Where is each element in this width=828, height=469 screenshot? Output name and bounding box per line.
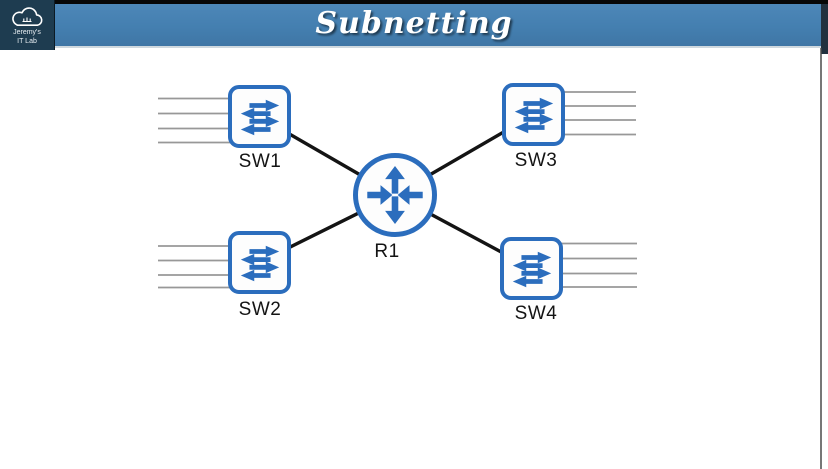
host-lines-sw3 xyxy=(563,91,636,136)
switch-node-sw1 xyxy=(228,85,291,148)
page-title: Subnetting xyxy=(315,6,513,41)
switch-label-sw1: SW1 xyxy=(238,151,282,172)
logo-text-line2: IT Lab xyxy=(17,38,37,45)
channel-logo: Jeremy's IT Lab xyxy=(0,0,55,50)
router-node-r1 xyxy=(353,153,437,237)
router-icon xyxy=(367,165,423,225)
switch-icon xyxy=(512,251,551,287)
switch-icon xyxy=(240,245,279,281)
switch-icon xyxy=(240,99,279,135)
host-lines-sw4 xyxy=(561,242,637,288)
logo-text-line1: Jeremy's xyxy=(13,29,41,36)
banner-right-edge xyxy=(821,4,828,54)
cloud-icon xyxy=(12,7,43,26)
host-lines-sw2 xyxy=(158,245,230,289)
switch-icon xyxy=(514,97,553,133)
switch-node-sw2 xyxy=(228,231,291,294)
router-label-r1: R1 xyxy=(374,241,400,262)
switch-label-sw3: SW3 xyxy=(514,150,558,171)
switch-label-sw2: SW2 xyxy=(238,299,282,320)
host-lines-sw1 xyxy=(158,97,230,144)
right-edge-line xyxy=(820,48,822,469)
top-black-strip xyxy=(0,0,828,4)
switch-node-sw4 xyxy=(500,237,563,300)
title-banner xyxy=(0,4,828,54)
switch-label-sw4: SW4 xyxy=(514,303,558,324)
switch-node-sw3 xyxy=(502,83,565,146)
